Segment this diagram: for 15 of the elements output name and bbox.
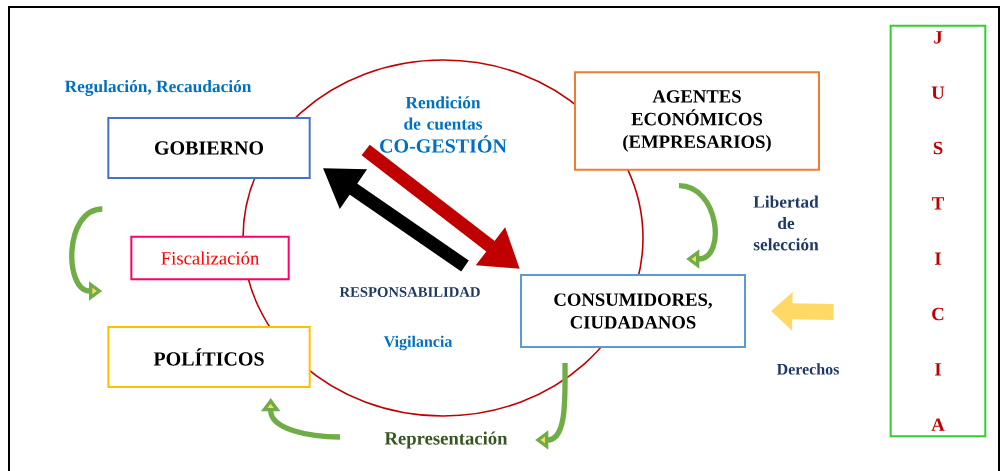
justice-box: J U S T I C I A — [889, 24, 987, 438]
label-text: Derechos — [776, 363, 839, 375]
inspection-box: Fiscalización — [130, 235, 290, 281]
label-text: Rendición de cuentas — [404, 96, 483, 130]
business-box: AGENTES ECONÓMICOS (EMPRESARIOS) — [574, 71, 820, 171]
arrow — [678, 183, 718, 269]
label-text: Regulación, Recaudación — [64, 80, 252, 96]
label-text: RESPONSABILIDAD — [339, 287, 480, 297]
consumers-box: CONSUMIDORES, CIUDADANOS — [520, 274, 746, 348]
label-text: Libertad de selección — [753, 195, 819, 251]
politicians-box: POLÍTICOS — [107, 326, 311, 388]
label-text: Vigilancia — [383, 335, 453, 351]
government-box: GOBIERNO — [107, 117, 311, 179]
label-text: Representación — [384, 431, 508, 449]
label-text: CO-GESTIÓN — [380, 135, 507, 153]
